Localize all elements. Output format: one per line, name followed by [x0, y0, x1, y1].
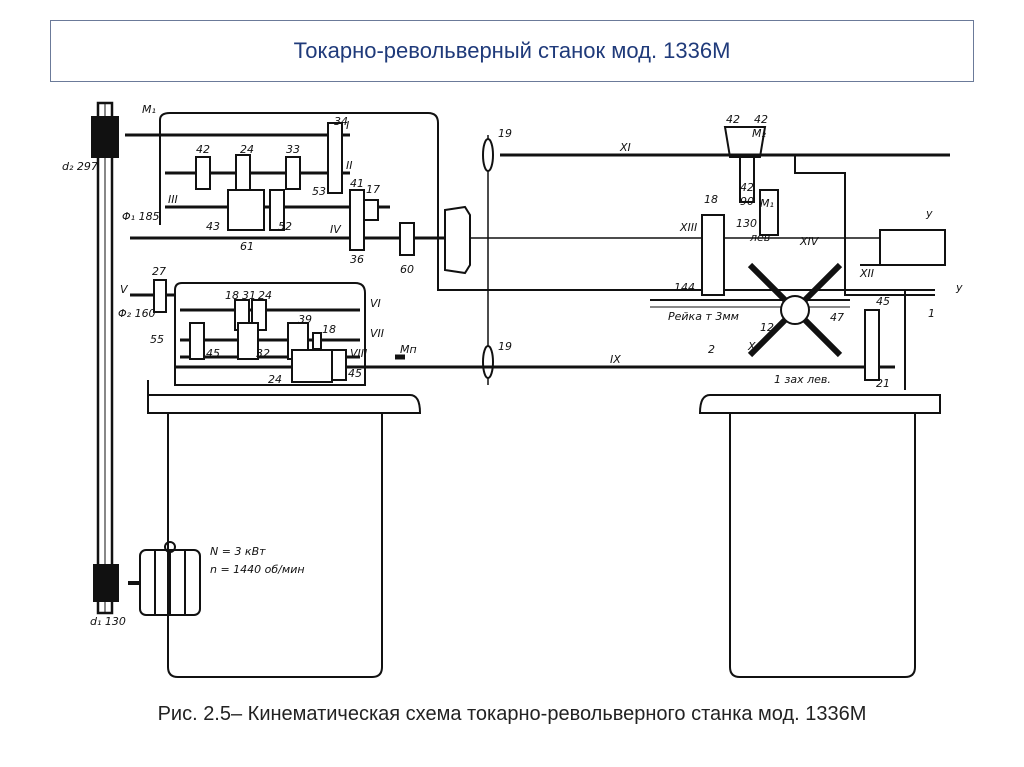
gear-43: 43	[206, 220, 220, 233]
clutch-m1-carriage-label: M₁	[760, 197, 774, 210]
gear-33: 33	[286, 143, 300, 156]
pulley-d1-label: d₁ 130	[90, 615, 126, 628]
shaft-label-V: V	[120, 283, 129, 296]
apron-rack	[701, 214, 725, 296]
bed-top	[147, 394, 422, 414]
gear-55: 55	[150, 333, 164, 346]
gear-47: 47	[830, 311, 844, 324]
gear-42: 42	[196, 143, 210, 156]
slide-title-box: Токарно-револьверный станок мод. 1336М	[50, 20, 974, 82]
gear-42-c: 42	[740, 181, 754, 194]
gear-90: 90	[740, 195, 754, 208]
slide-title: Токарно-револьверный станок мод. 1336М	[293, 38, 731, 63]
turret-head	[723, 126, 767, 158]
lead-screw-label: 1 зах лев.	[774, 373, 831, 386]
cross-slide	[879, 229, 946, 266]
shaft-label-IV: IV	[330, 223, 342, 236]
gear-34: 34	[334, 115, 348, 128]
spindle-chuck	[444, 205, 471, 275]
gear-18-apron: 18	[704, 193, 718, 206]
shaft-label-XIII: XIII	[679, 221, 697, 234]
electric-motor	[128, 541, 201, 616]
gear-39: 39	[298, 313, 312, 326]
clutch-m1-label: M₁	[142, 103, 156, 116]
gear-52: 52	[278, 220, 292, 233]
motor-speed: n = 1440 об/мин	[210, 563, 305, 576]
shaft-label-III: III	[168, 193, 178, 206]
label-y1: у	[925, 207, 933, 220]
carriage-lev-label: лев	[749, 231, 770, 244]
gear-19-bottom: 19	[498, 340, 512, 353]
pulley-d2	[91, 116, 119, 158]
gear-24c: 24	[268, 373, 282, 386]
gear-2: 2	[708, 343, 715, 356]
gear-24b: 24	[258, 289, 272, 302]
gear-53: 53	[312, 185, 326, 198]
gear-144: 144	[674, 281, 695, 294]
motor-power: N = 3 кВт	[210, 545, 266, 558]
gear-60: 60	[400, 263, 414, 276]
bed-top-right	[698, 394, 941, 414]
gear-45-apron: 45	[876, 295, 890, 308]
pulley-f1-label: Φ₁ 185	[122, 210, 160, 223]
label-y2: у	[955, 281, 963, 294]
gear-27: 27	[152, 265, 166, 278]
gear-42-a: 42	[726, 113, 740, 126]
pulley-d1	[93, 564, 119, 602]
gear-12: 12	[760, 321, 774, 334]
pulley-d2-label: d₂ 297	[62, 160, 98, 173]
gear-17: 17	[366, 183, 380, 196]
gear-19-top: 19	[498, 127, 512, 140]
shaft-label-VI: VI	[370, 297, 381, 310]
gear-31: 31	[242, 289, 256, 302]
shaft-label-IX: IX	[610, 353, 621, 366]
figure-caption: Рис. 2.5– Кинематическая схема токарно-р…	[157, 703, 867, 725]
headstock-housing	[159, 112, 935, 291]
gear-36: 36	[350, 253, 364, 266]
shaft-label-XI: XI	[619, 141, 631, 154]
clutch-mn-label: Mп	[400, 343, 417, 356]
gear-42-b: 42	[754, 113, 768, 126]
rack-label: Рейка т 3мм	[668, 310, 739, 323]
gear-21: 21	[876, 377, 890, 390]
gear-45: 45	[206, 347, 220, 360]
label-one: 1	[928, 307, 935, 320]
feed-box-housing	[174, 282, 366, 386]
pulley-f2-label: Φ₂ 160	[118, 307, 156, 320]
left-pedestal	[167, 413, 383, 678]
shaft-label-II: II	[346, 159, 353, 172]
gear-18b: 18	[322, 323, 336, 336]
gear-41: 41	[350, 177, 364, 190]
shaft-label-VIII: VIII	[350, 347, 367, 360]
kinematic-diagram: d₂ 297 d₁ 130 Φ₁ 185 Φ₂ 160 M₁ Mп M₁ M₂ …	[62, 101, 963, 678]
gear-45b: 45	[348, 367, 362, 380]
shaft-label-X: X	[747, 340, 756, 353]
gear-61: 61	[240, 240, 254, 253]
shaft-label-I: I	[346, 119, 349, 132]
shaft-label-XII: XII	[859, 267, 874, 280]
gear-32: 32	[256, 347, 270, 360]
shaft-label-VII: VII	[370, 327, 384, 340]
right-pedestal	[729, 413, 916, 678]
gear-130: 130	[736, 217, 757, 230]
gear-24: 24	[240, 143, 254, 156]
shaft-label-XIV: XIV	[799, 235, 820, 248]
gear-18: 18	[225, 289, 239, 302]
capstan-handwheel	[747, 262, 843, 358]
clutch-m2-label: M₂	[752, 127, 766, 140]
